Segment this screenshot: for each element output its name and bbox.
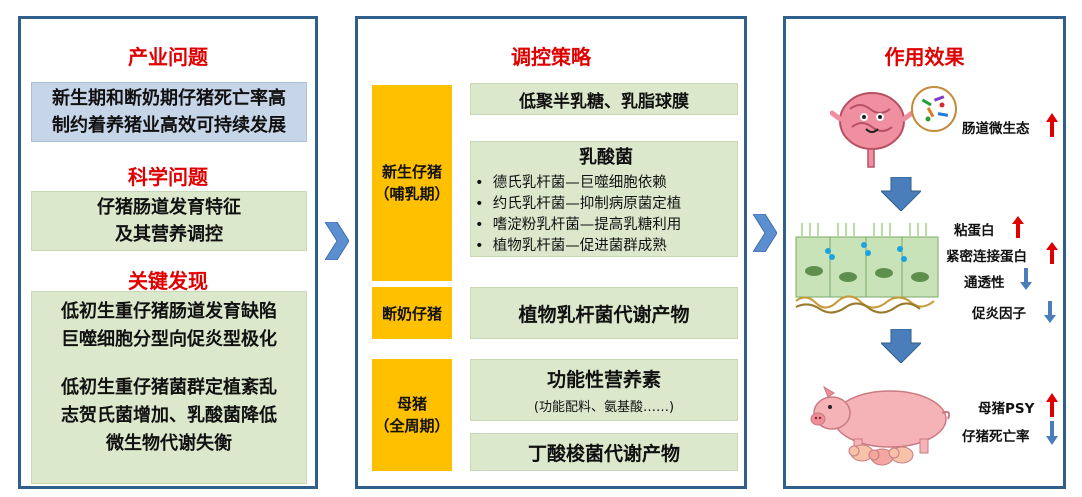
science-problem-box: 仔猪肠道发育特征 及其营养调控	[31, 191, 307, 251]
flow-arrow-right-icon	[753, 214, 777, 252]
lab-item-2-text: 约氏乳杆菌—抑制病原菌定植	[492, 196, 682, 212]
right-panel: 作用效果 肠道微生态	[783, 16, 1066, 489]
key-findings-title: 关键发现	[128, 269, 208, 293]
lab-item-1-text: 德氏乳杆菌—巨噬细胞依赖	[492, 175, 667, 191]
increase-arrow-icon	[1012, 216, 1024, 238]
flow-arrow-down-icon	[881, 177, 921, 211]
flow-arrow-down-icon	[881, 329, 921, 363]
intestine-icon	[830, 86, 957, 168]
sow-psy-label: 母猪PSY	[978, 401, 1035, 417]
science-line-2: 及其营养调控	[115, 224, 223, 245]
increase-arrow-icon	[1046, 393, 1058, 417]
nutrient-box: 功能性营养素 (功能配料、氨基酸……)	[470, 359, 738, 421]
findings-a-line-2: 巨噬细胞分型向促炎型极化	[61, 329, 277, 350]
effect-title: 作用效果	[884, 45, 965, 69]
industry-problem-title: 产业问题	[128, 45, 208, 69]
intestinal-epithelium-icon	[795, 223, 939, 314]
decrease-arrow-icon	[1020, 268, 1032, 290]
piglet-mortality-label: 仔猪死亡率	[962, 429, 1030, 445]
stage-sow-line-2: （全周期）	[374, 417, 450, 435]
left-panel: 产业问题 新生期和断奶期仔猪死亡率高 制约着养猪业高效可持续发展 科学问题 仔猪…	[18, 16, 318, 489]
sow-and-piglets-icon	[810, 385, 951, 466]
stage-newborn: 新生仔猪 （哺乳期）	[372, 85, 452, 281]
findings-b-line-2: 志贺氏菌增加、乳酸菌降低	[61, 405, 277, 426]
science-problem-title: 科学问题	[128, 165, 208, 189]
lab-item-4-text: 植物乳杆菌—促进菌群成熟	[492, 238, 667, 254]
stage-newborn-line-2: （哺乳期）	[374, 185, 450, 203]
increase-arrow-icon	[1046, 113, 1058, 137]
increase-arrow-icon	[1046, 242, 1058, 264]
strategy-title: 调控策略	[511, 45, 591, 69]
industry-line-1: 新生期和断奶期仔猪死亡率高	[52, 88, 286, 109]
nutrient-subtitle: (功能配料、氨基酸……)	[533, 400, 675, 415]
flow-arrow-right-icon	[325, 222, 349, 260]
proinflammatory-label: 促炎因子	[972, 306, 1026, 322]
decrease-arrow-icon	[1044, 301, 1056, 323]
plantarum-metabolite-box: 植物乳杆菌代谢产物	[470, 287, 738, 339]
butyrate-box: 丁酸梭菌代谢产物	[470, 433, 738, 471]
stage-weaning: 断奶仔猪	[372, 287, 452, 339]
lactobacillus-box: 乳酸菌 • 德氏乳杆菌—巨噬细胞依赖 • 约氏乳杆菌—抑制病原菌定植 • 嗜淀粉…	[470, 141, 738, 257]
stage-sow-line-1: 母猪	[396, 395, 427, 413]
key-findings-box: 低初生重仔猪肠道发育缺陷 巨噬细胞分型向促炎型极化 低初生重仔猪菌群定植紊乱 志…	[31, 291, 307, 484]
lab-item-3: • 嗜淀粉乳杆菌—提高乳糖利用	[475, 217, 682, 233]
stage-newborn-line-1: 新生仔猪	[381, 163, 442, 181]
mucin-label: 粘蛋白	[954, 223, 995, 239]
industry-problem-box: 新生期和断奶期仔猪死亡率高 制约着养猪业高效可持续发展	[31, 82, 307, 142]
lab-item-1: • 德氏乳杆菌—巨噬细胞依赖	[475, 175, 667, 191]
science-line-1: 仔猪肠道发育特征	[97, 197, 241, 218]
findings-b-line-1: 低初生重仔猪菌群定植紊乱	[61, 377, 277, 398]
findings-b-line-3: 微生物代谢失衡	[106, 433, 232, 454]
lab-item-3-text: 嗜淀粉乳杆菌—提高乳糖利用	[492, 217, 682, 233]
lactobacillus-title: 乳酸菌	[579, 147, 633, 168]
middle-panel: 调控策略 新生仔猪 （哺乳期） 低聚半乳糖、乳脂球膜 乳酸菌 • 德氏乳杆菌—巨…	[355, 16, 747, 489]
nutrient-title: 功能性营养素	[546, 369, 661, 391]
findings-a-line-1: 低初生重仔猪肠道发育缺陷	[61, 301, 277, 322]
microecology-label: 肠道微生态	[962, 121, 1030, 137]
tight-junction-label: 紧密连接蛋白	[946, 249, 1027, 265]
permeability-label: 通透性	[964, 275, 1005, 291]
oligo-box: 低聚半乳糖、乳脂球膜	[470, 83, 738, 115]
lab-item-2: • 约氏乳杆菌—抑制病原菌定植	[475, 196, 682, 212]
decrease-arrow-icon	[1046, 421, 1058, 445]
lab-item-4: • 植物乳杆菌—促进菌群成熟	[475, 238, 667, 254]
stage-sow: 母猪 （全周期）	[372, 359, 452, 471]
industry-line-2: 制约着养猪业高效可持续发展	[52, 115, 286, 136]
